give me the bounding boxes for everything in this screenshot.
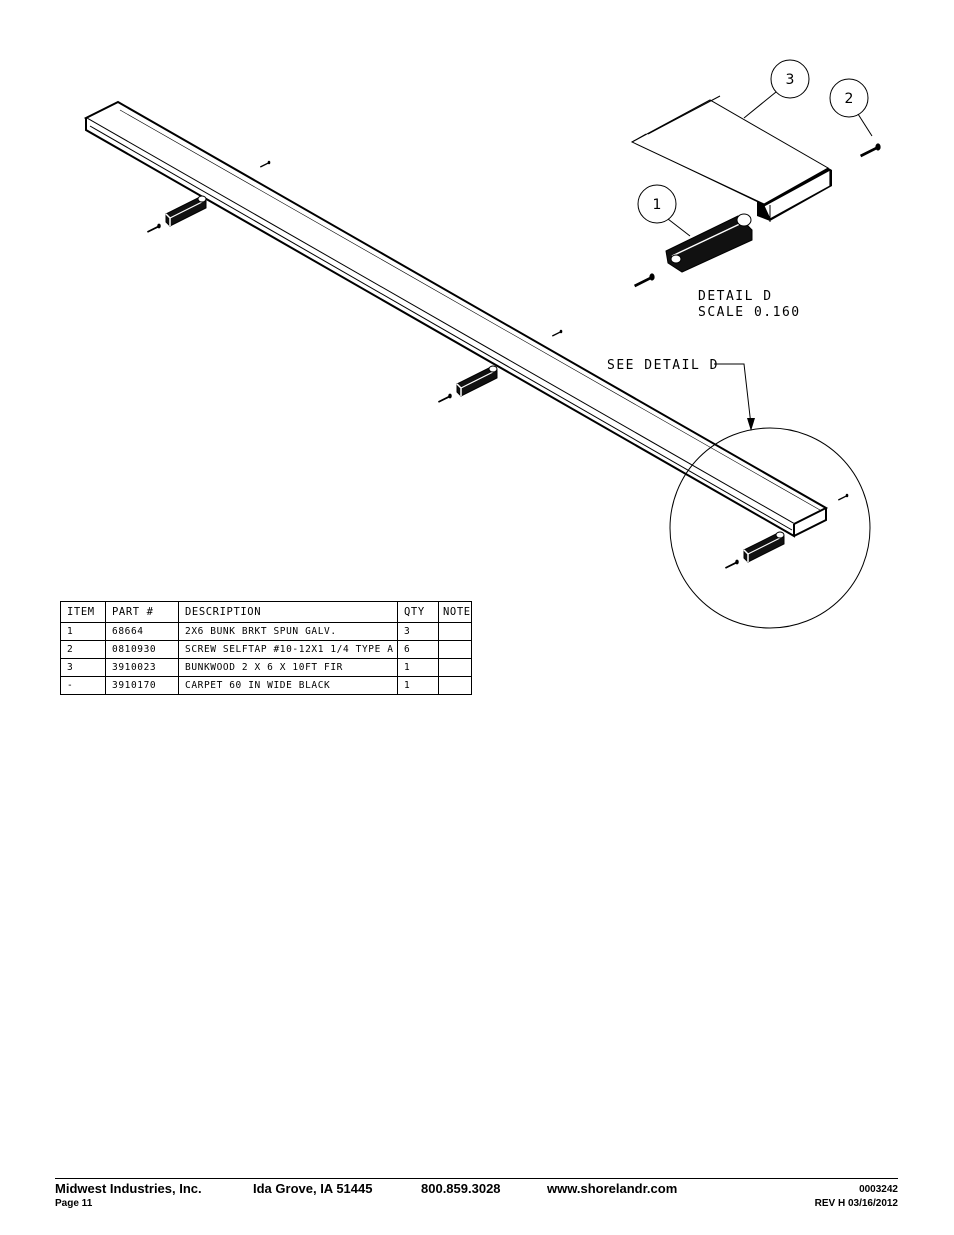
- detail-screw: [634, 273, 655, 288]
- bom-header-part: PART #: [105, 601, 179, 623]
- bom-note: [438, 622, 472, 641]
- bom-qty: 1: [397, 658, 439, 677]
- footer-page: Page 11: [55, 1198, 93, 1209]
- bom-part: 68664: [105, 622, 179, 641]
- bill-of-materials: ITEM PART # DESCRIPTION QTY NOTE 1 68664…: [60, 601, 472, 695]
- screw: [552, 329, 563, 337]
- bom-row: 1 68664 2X6 BUNK BRKT SPUN GALV. 3: [60, 622, 472, 641]
- bom-part: 3910170: [105, 676, 179, 695]
- footer-location: Ida Grove, IA 51445: [253, 1181, 373, 1196]
- bom-item: 2: [60, 640, 106, 659]
- screw: [838, 493, 849, 501]
- bom-header-qty: QTY: [397, 601, 439, 623]
- footer-phone: 800.859.3028: [421, 1181, 501, 1196]
- bom-qty: 3: [397, 622, 439, 641]
- detail-scale: SCALE 0.160: [698, 305, 801, 320]
- bunk-bracket: [165, 195, 207, 227]
- svg-text:3: 3: [786, 72, 795, 88]
- screw: [438, 393, 452, 403]
- bunk-bracket: [743, 531, 785, 563]
- bom-qty: 1: [397, 676, 439, 695]
- item-balloon-1: 1: [637, 184, 691, 237]
- screw: [260, 160, 271, 168]
- footer-website: www.shorelandr.com: [547, 1181, 678, 1196]
- bom-note: [438, 676, 472, 695]
- bom-description: SCREW SELFTAP #10-12X1 1/4 TYPE A: [178, 640, 398, 659]
- bom-description: 2X6 BUNK BRKT SPUN GALV.: [178, 622, 398, 641]
- bom-header-row: ITEM PART # DESCRIPTION QTY NOTE: [60, 601, 472, 623]
- bom-item: 3: [60, 658, 106, 677]
- bom-row: 2 0810930 SCREW SELFTAP #10-12X1 1/4 TYP…: [60, 640, 472, 659]
- detail-screw: [860, 143, 881, 158]
- svg-text:2: 2: [845, 91, 854, 107]
- screw: [725, 559, 739, 569]
- bom-part: 3910023: [105, 658, 179, 677]
- bom-qty: 6: [397, 640, 439, 659]
- bom-note: [438, 640, 472, 659]
- detail-board: [630, 95, 832, 222]
- bom-header-description: DESCRIPTION: [178, 601, 398, 623]
- bom-description: CARPET 60 IN WIDE BLACK: [178, 676, 398, 695]
- footer-revision: REV H 03/16/2012: [814, 1198, 898, 1209]
- bom-part: 0810930: [105, 640, 179, 659]
- svg-text:1: 1: [653, 197, 662, 213]
- bom-item: 1: [60, 622, 106, 641]
- item-balloon-3: 3: [743, 59, 810, 119]
- bom-note: [438, 658, 472, 677]
- bom-description: BUNKWOOD 2 X 6 X 10FT FIR: [178, 658, 398, 677]
- detail-callout-leader: [714, 363, 755, 431]
- detail-callout: SEE DETAIL D: [607, 358, 719, 373]
- bom-item: -: [60, 676, 106, 695]
- bunk-board: [83, 100, 829, 538]
- footer-company: Midwest Industries, Inc.: [55, 1181, 202, 1196]
- bom-row: - 3910170 CARPET 60 IN WIDE BLACK 1: [60, 676, 472, 695]
- detail-title: DETAIL D: [698, 289, 773, 304]
- bom-row: 3 3910023 BUNKWOOD 2 X 6 X 10FT FIR 1: [60, 658, 472, 677]
- detail-circle: [669, 427, 871, 629]
- bom-header-note: NOTE: [438, 601, 472, 623]
- bunk-bracket: [456, 365, 498, 397]
- detail-bracket: [665, 213, 753, 273]
- bom-header-item: ITEM: [60, 601, 106, 623]
- item-balloon-2: 2: [829, 78, 873, 137]
- screw: [147, 223, 161, 233]
- footer-rule: [55, 1178, 898, 1179]
- footer-doc-number: 0003242: [859, 1184, 898, 1195]
